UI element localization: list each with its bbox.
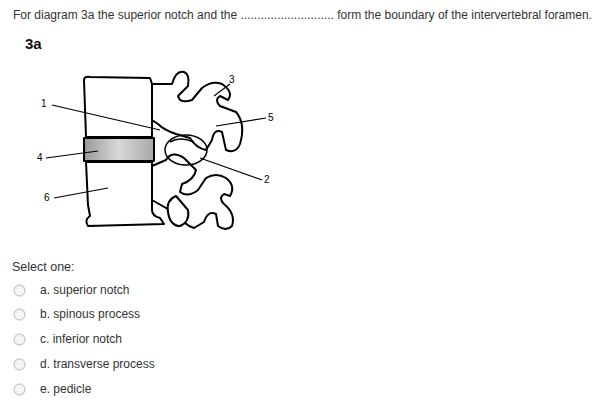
- answer-option: a. superior notch: [40, 283, 129, 297]
- answer-option: c. inferior notch: [40, 332, 122, 346]
- callout-number: 3: [229, 74, 235, 86]
- answer-option: b. spinous process: [40, 307, 140, 321]
- answer-option: e. pedicle: [40, 382, 91, 396]
- callout-number: 5: [268, 112, 274, 124]
- callout-number: 2: [264, 174, 270, 186]
- answer-option: d. transverse process: [40, 357, 155, 371]
- callout-number: 1: [41, 98, 47, 110]
- question-text: For diagram 3a the superior notch and th…: [13, 8, 592, 22]
- prompt-text: Select one:: [12, 260, 75, 275]
- callout-number: 4: [37, 152, 43, 164]
- callout-number: 6: [44, 192, 50, 204]
- figure-title: 3a: [25, 35, 42, 53]
